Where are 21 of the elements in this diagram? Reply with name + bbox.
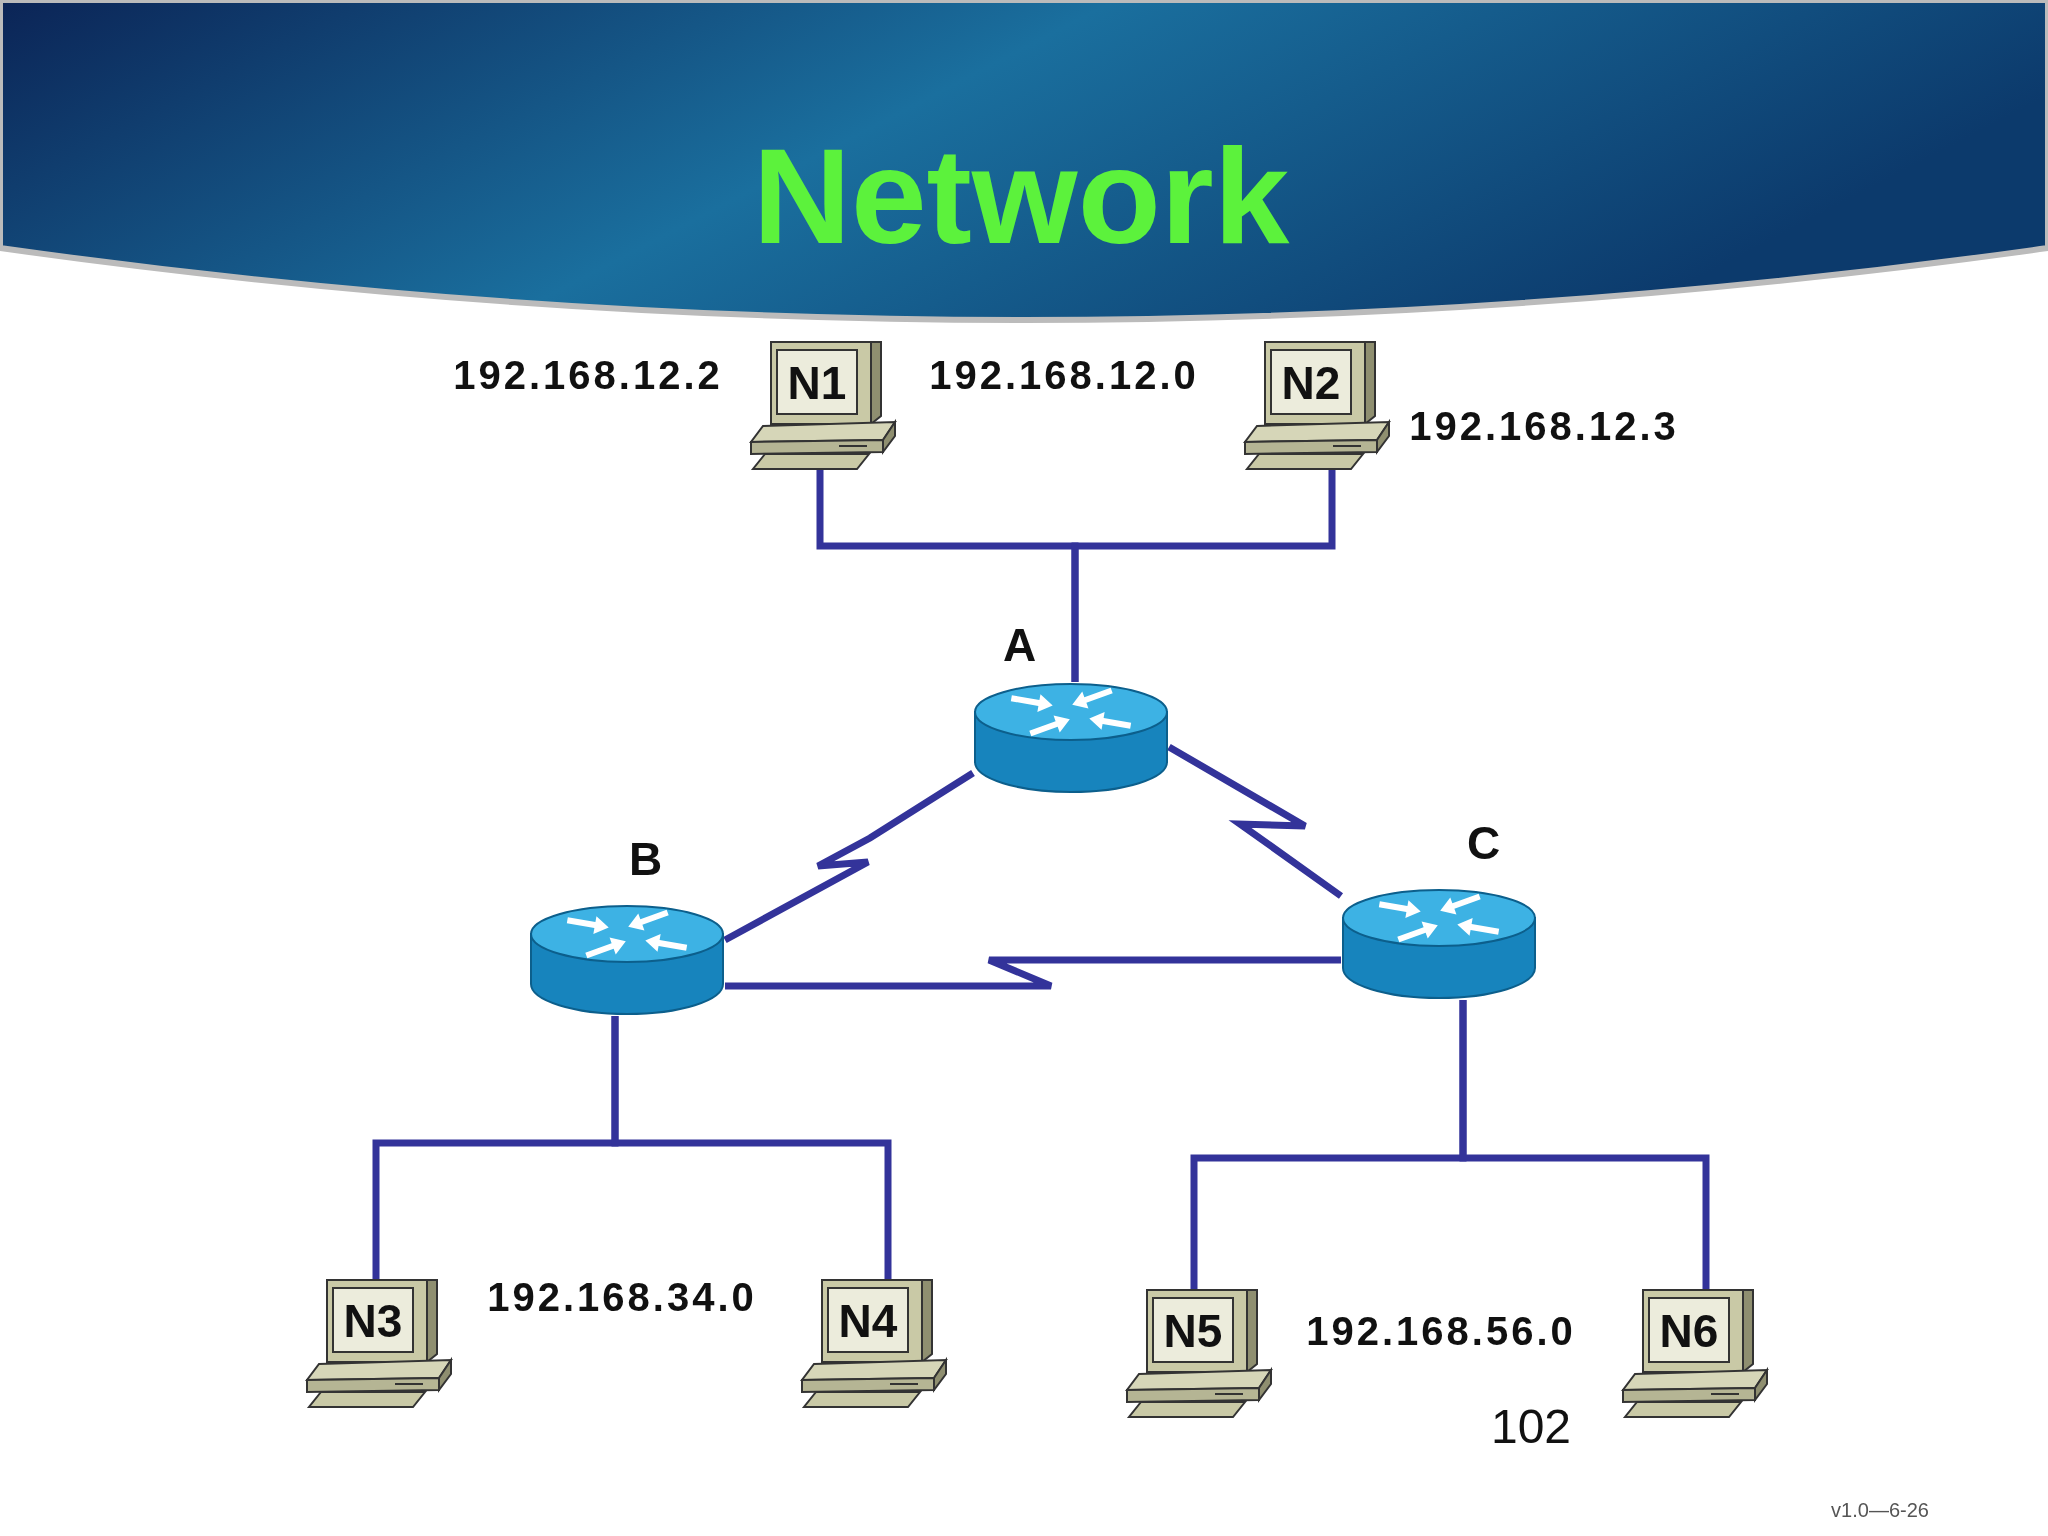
ip-address: 192.168.12.3 [1409, 403, 1679, 449]
network-link [723, 770, 975, 944]
router-label: A [1003, 618, 1037, 672]
slide-title: Network [752, 119, 1290, 274]
page-number: 102 [1490, 1398, 1572, 1454]
router-label: B [629, 832, 663, 886]
network-link [725, 956, 1341, 990]
node-label: N1 [786, 356, 848, 411]
node-label: N5 [1162, 1304, 1224, 1359]
node-label: N4 [837, 1294, 899, 1349]
node-label: N6 [1658, 1304, 1720, 1359]
network-address: 192.168.34.0 [487, 1274, 757, 1320]
node-label: N2 [1280, 356, 1342, 411]
router-label: C [1467, 816, 1501, 870]
ip-address: 192.168.12.2 [453, 352, 723, 398]
network-address: 192.168.12.0 [929, 352, 1199, 398]
node-label: N3 [342, 1294, 404, 1349]
network-link [1071, 470, 1336, 682]
version-note: v1.0—6-26 [1831, 1498, 1929, 1522]
network-link [1167, 743, 1344, 899]
network-address: 192.168.56.0 [1306, 1308, 1576, 1354]
